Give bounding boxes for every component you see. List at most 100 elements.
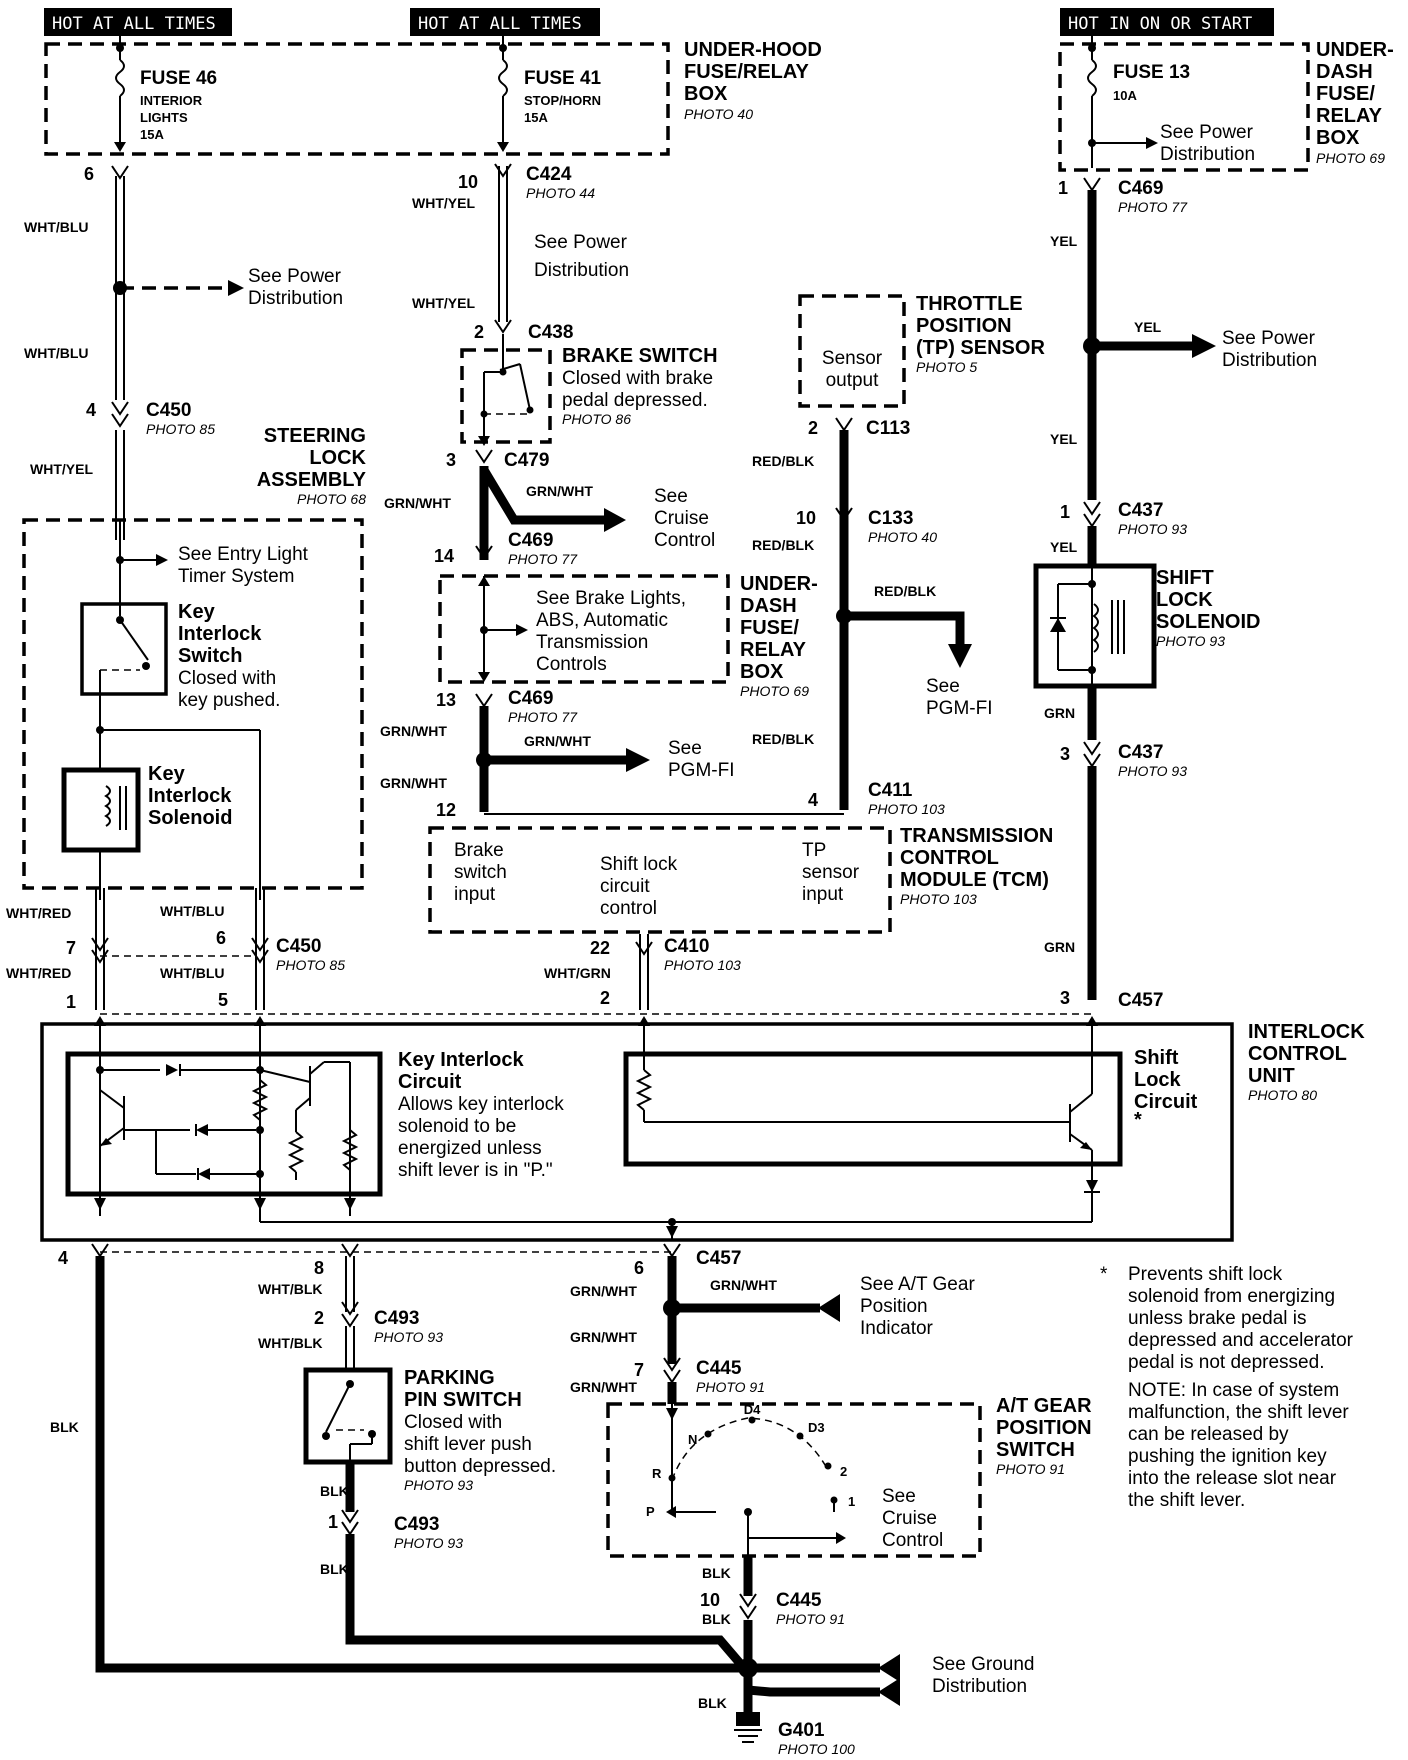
ref-brake-lights-4[interactable]: Controls [536,654,607,675]
connector-c493-b: C493 [394,1514,439,1535]
ref-cruise-a-2[interactable]: Cruise [654,508,709,529]
note-5: into the release slot near [1128,1468,1337,1489]
ref-pgm-fi-a-1[interactable]: See [668,738,702,759]
ref-brake-lights-2[interactable]: ABS, Automatic [536,610,668,631]
ref-power-dist-b-2[interactable]: Distribution [534,260,629,281]
kis-desc-2: key pushed. [178,690,280,711]
connector-c437-b: C437 [1118,742,1163,763]
ref-power-dist-c-1[interactable]: See Power [1222,328,1316,349]
brake-switch-box [460,348,552,444]
wire-label-red-blk-1: RED/BLK [752,453,814,469]
ref-cruise-b-1[interactable]: See [882,1486,916,1507]
ref-ground-1[interactable]: See Ground [932,1654,1034,1675]
connector-c450-pin6 [251,937,269,952]
pin-6-c450: 6 [216,928,226,948]
gear-d4: D4 [744,1402,761,1417]
connector-c410: C410 [664,936,709,957]
ref-cruise-b-3[interactable]: Control [882,1530,943,1551]
note-4: pushing the ignition key [1128,1446,1327,1467]
ref-cruise-b-2[interactable]: Cruise [882,1508,937,1529]
wire-blk-pps [345,1534,748,1671]
pin-5: 5 [218,990,228,1010]
pin-3-c457: 3 [1060,988,1070,1008]
ref-cruise-a-1[interactable]: See [654,486,688,507]
connector-c424: C424 [526,164,572,185]
kic-desc-1: Allows key interlock [398,1094,564,1115]
wire-label-blk-1: BLK [50,1419,79,1435]
connector-c457-bottom: C457 [696,1248,741,1269]
ref-gear-indicator-3[interactable]: Indicator [860,1318,934,1339]
underdash-label-3: FUSE/ [1316,83,1375,105]
slc-star: * [1134,1109,1142,1131]
connector-c438-pin2 [494,319,512,334]
wire-label-wht-blu-1: WHT/BLU [24,219,89,235]
wire-label-wht-blu-4: WHT/BLU [160,965,225,981]
tp-sensor-box [798,294,906,408]
ref-entry-light-1[interactable]: See Entry Light [178,544,309,565]
tcm-input-2-1: Shift lock [600,854,678,875]
icu-label-2: CONTROL [1248,1043,1347,1065]
wire-label-wht-blk-2: WHT/BLK [258,1335,323,1351]
ground-g401: G401 [778,1720,825,1741]
c469-mid-photo: PHOTO 77 [508,551,578,567]
icu-label-1: INTERLOCK [1248,1021,1365,1043]
ref-brake-lights-1[interactable]: See Brake Lights, [536,588,686,609]
ref-pgm-fi-b-2[interactable]: PGM-FI [926,698,993,719]
shift-lock-photo: PHOTO 93 [1156,633,1225,649]
icu-label-3: UNIT [1248,1065,1295,1087]
connector-c457-pin8 [341,1243,359,1258]
gear-r: R [652,1466,662,1481]
c493-a-photo: PHOTO 93 [374,1329,443,1345]
connector-c445-b: C445 [776,1590,822,1611]
tp-photo: PHOTO 5 [916,359,977,375]
ref-power-dist-b-1[interactable]: See Power [534,232,628,253]
tcm-input-1-3: input [454,884,496,905]
wire-label-grn-1: GRN [1044,705,1075,721]
fuse-13-rating: 10A [1113,88,1137,103]
note-star: * [1100,1264,1108,1285]
fuse-13-see-1[interactable]: See Power [1160,122,1254,143]
note-2: malfunction, the shift lever [1128,1402,1349,1423]
brake-switch-photo: PHOTO 86 [562,411,631,427]
ref-power-dist-c-2[interactable]: Distribution [1222,350,1317,371]
connector-c450-pin4 [111,401,129,416]
wire-label-blk-3: BLK [320,1561,349,1577]
c411-photo: PHOTO 103 [868,801,945,817]
underdash-label-4: RELAY [1316,105,1383,127]
c437-a-photo: PHOTO 93 [1118,521,1187,537]
underdash-fuse-box-top [1058,42,1310,172]
steering-lock-label-3: ASSEMBLY [257,469,367,491]
gear-p: P [646,1504,655,1519]
wire-label-blk-6: BLK [698,1695,727,1711]
ref-pgm-fi-b-1[interactable]: See [926,676,960,697]
ref-gear-indicator-1[interactable]: See A/T Gear [860,1274,975,1295]
ref-cruise-a-3[interactable]: Control [654,530,715,551]
slc-label-2: Lock [1134,1069,1182,1091]
c469-top-photo: PHOTO 77 [1118,199,1188,215]
shift-lock-label-2: LOCK [1156,589,1213,611]
ref-power-dist-a-1[interactable]: See Power [248,266,342,287]
pin-4-c411: 4 [808,790,818,810]
ref-entry-light-2[interactable]: Timer System [178,566,294,587]
kic-title-2: Circuit [398,1071,462,1093]
ref-brake-lights-3[interactable]: Transmission [536,632,648,653]
ref-gear-indicator-2[interactable]: Position [860,1296,928,1317]
ref-ground-2[interactable]: Distribution [932,1676,1027,1697]
wire-label-yel-1: YEL [1050,233,1078,249]
key-interlock-switch [80,602,168,696]
ref-power-dist-a-2[interactable]: Distribution [248,288,343,309]
connector-c450-pin7 [91,937,109,952]
wire-label-wht-blu-2: WHT/BLU [24,345,89,361]
pin-2-c438: 2 [474,322,484,342]
gear-n: N [688,1432,697,1447]
fuse-13-see-2[interactable]: Distribution [1160,144,1255,165]
tp-inner-1: Sensor [822,348,883,369]
diode-icon [1050,618,1066,632]
ref-pgm-fi-a-2[interactable]: PGM-FI [668,760,735,781]
arrow-right-icon [1146,137,1158,149]
underdash-fuse-box-mid [438,574,730,684]
connector-c437-pin3 [1083,741,1101,756]
pps-title-2: PIN SWITCH [404,1389,522,1411]
kis-title-1: Key [178,601,216,623]
connector-c113-pin2 [835,417,853,432]
